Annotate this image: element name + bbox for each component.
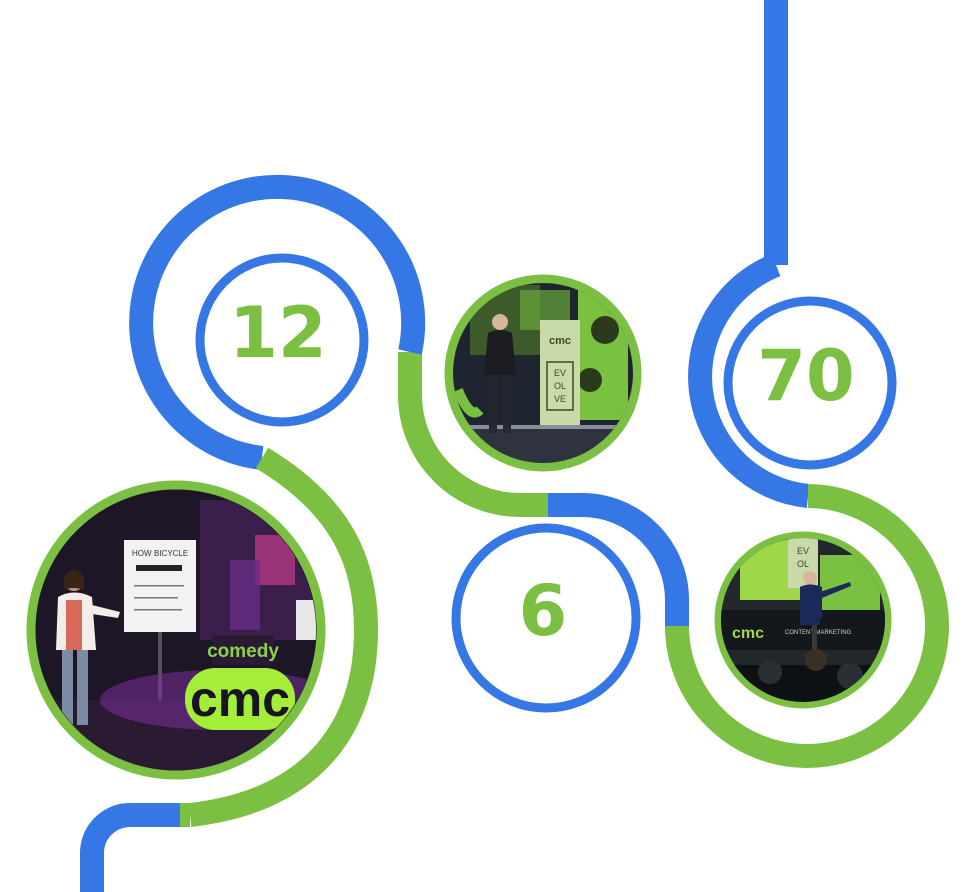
stat-ring-70: 70 <box>723 296 897 470</box>
photo-speaker-stage: EV OL VE cmc <box>444 274 642 472</box>
path-segment-green <box>188 447 379 827</box>
stat-ring-12: 12 <box>195 253 369 427</box>
photo-speaker-whiteboard: HOW BICYCLE comedy cmc <box>26 480 326 780</box>
path-segment-blue <box>129 174 426 470</box>
whiteboard-text: HOW <box>132 549 152 558</box>
photo-seated-speaker: EV OL cmc CONTENT MARKETING <box>714 531 892 709</box>
stat-ring-outline <box>195 253 369 427</box>
stat-number: 70 <box>757 335 854 417</box>
path-segment-blue <box>548 493 689 626</box>
panel-text: OL <box>554 381 566 391</box>
panel-logo: cmc <box>549 335 571 347</box>
path-segment-blue <box>80 803 180 892</box>
panel-text: VE <box>554 394 566 404</box>
comedy-sign <box>212 635 274 665</box>
panel-text: OL <box>797 559 809 569</box>
cmc-logo-text: cmc <box>190 671 290 727</box>
speaker-figure <box>56 569 120 725</box>
panel-text: EV <box>554 368 566 378</box>
stat-number: 6 <box>519 570 568 652</box>
panel-text: EV <box>797 546 809 556</box>
stat-ring-outline <box>451 523 641 713</box>
whiteboard-text: BICYCLE <box>154 549 188 558</box>
speaker-figure <box>484 314 516 433</box>
stat-ring-outline <box>723 296 897 470</box>
speaker-figure <box>800 571 851 660</box>
stage-logo: cmc <box>732 625 764 642</box>
stat-number: 12 <box>229 292 326 374</box>
path-segment-green <box>398 352 548 517</box>
path-segment-green <box>665 484 949 768</box>
path-segment-blue <box>688 253 810 508</box>
stat-ring-6: 6 <box>451 523 641 713</box>
connector-paths <box>80 0 949 892</box>
cmc-logo-sign <box>185 668 295 730</box>
stage-tagline: CONTENT MARKETING <box>785 630 852 636</box>
comedy-sign-text: comedy <box>207 641 279 662</box>
